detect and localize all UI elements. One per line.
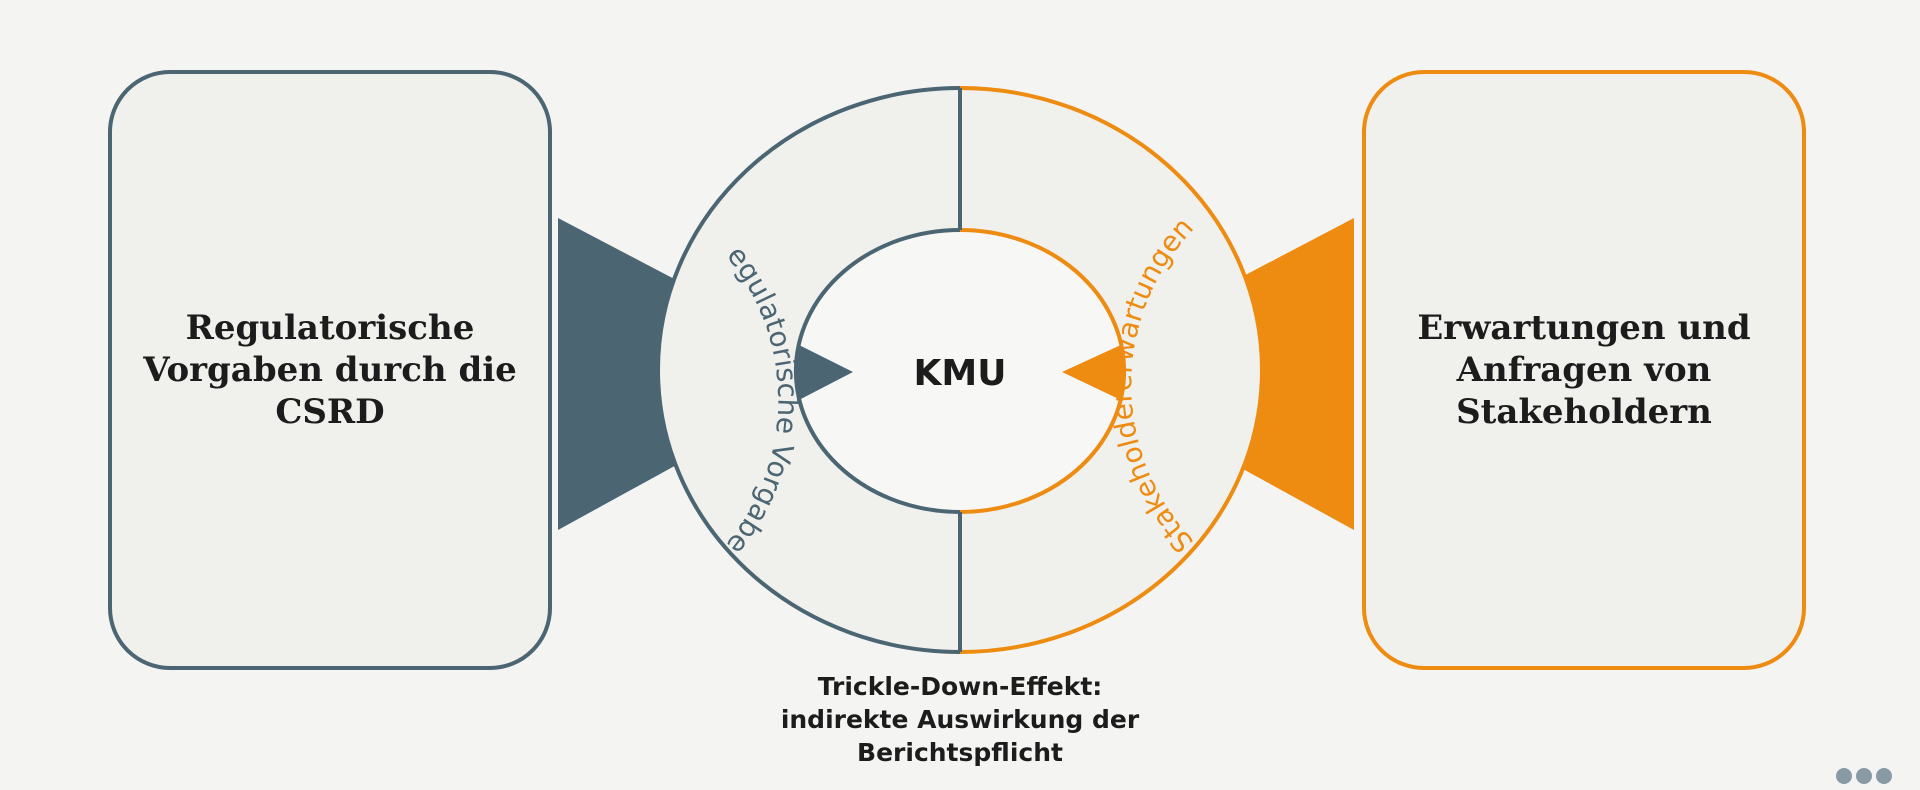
more-dots-icon[interactable]: [1836, 768, 1892, 784]
inner-circle-left: [795, 230, 960, 512]
more-dot: [1856, 768, 1872, 784]
center-label: KMU: [914, 353, 1007, 394]
regulatory-box-text: Regulatorische Vorgaben durch die CSRD: [143, 308, 517, 432]
right-pointer-triangle: [1062, 344, 1123, 401]
outer-ring-left: [658, 88, 960, 652]
stakeholder-box-text: Erwartungen und Anfragen von Stakeholder…: [1417, 308, 1751, 432]
more-dot: [1836, 768, 1852, 784]
more-dot: [1876, 768, 1892, 784]
left-pointer-triangle: [797, 344, 853, 401]
right-connector-shape: [1232, 218, 1354, 530]
trickle-down-caption: Trickle-Down-Effekt: indirekte Auswirkun…: [780, 672, 1140, 767]
inner-circle-right: [960, 230, 1125, 512]
regulatory-box: Regulatorische Vorgaben durch die CSRD: [108, 70, 552, 670]
outer-ring-right: [960, 88, 1262, 652]
stakeholder-box: Erwartungen und Anfragen von Stakeholder…: [1362, 70, 1806, 670]
left-connector-shape: [558, 218, 680, 530]
